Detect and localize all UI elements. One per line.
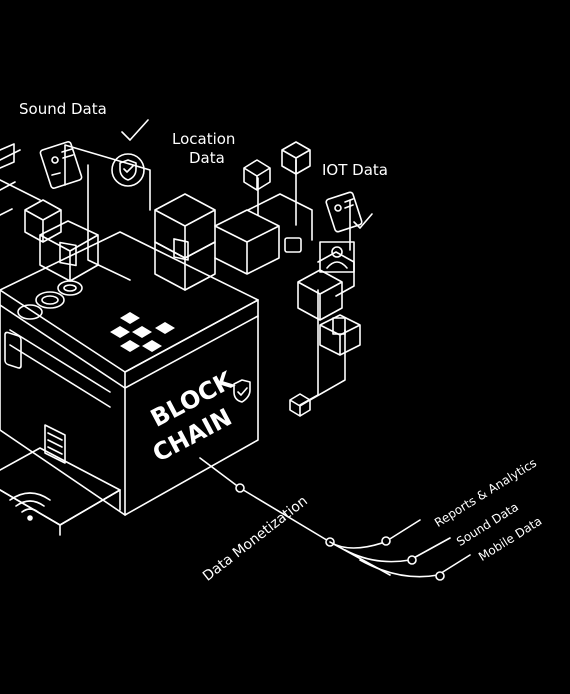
coins-icon bbox=[17, 280, 83, 320]
sound-data-label: Sound Data bbox=[19, 100, 107, 118]
document-icon bbox=[59, 241, 77, 267]
user-icon bbox=[319, 241, 355, 273]
logo-icon bbox=[110, 312, 175, 352]
cube-icon bbox=[243, 159, 271, 191]
data-cube-cluster-right bbox=[297, 241, 361, 356]
wifi-icon bbox=[9, 492, 51, 521]
data-cube-cluster-left bbox=[0, 181, 99, 282]
blockchain-main-box bbox=[0, 231, 259, 516]
location-data-label-line2: Data bbox=[189, 149, 225, 167]
register-icon bbox=[284, 237, 302, 253]
connector-lines bbox=[0, 144, 351, 406]
location-data-label-line1: Location bbox=[172, 130, 236, 148]
id-card-icon bbox=[0, 143, 15, 169]
shield-check-icon bbox=[233, 379, 251, 403]
document-icon bbox=[332, 317, 346, 335]
wifi-box bbox=[0, 447, 121, 536]
id-card-icon bbox=[39, 141, 83, 189]
document-icon bbox=[44, 424, 66, 464]
phone-icon bbox=[4, 331, 22, 369]
monetization-connector bbox=[199, 457, 471, 581]
data-cube-cluster-center bbox=[154, 193, 313, 291]
check-icon bbox=[353, 213, 373, 229]
cube-icon bbox=[281, 141, 311, 175]
shield-check-icon bbox=[111, 153, 145, 187]
iot-data-label: IOT Data bbox=[322, 161, 388, 179]
cube-icon bbox=[289, 393, 311, 417]
id-card-icon bbox=[325, 191, 363, 233]
check-icon bbox=[121, 119, 149, 141]
